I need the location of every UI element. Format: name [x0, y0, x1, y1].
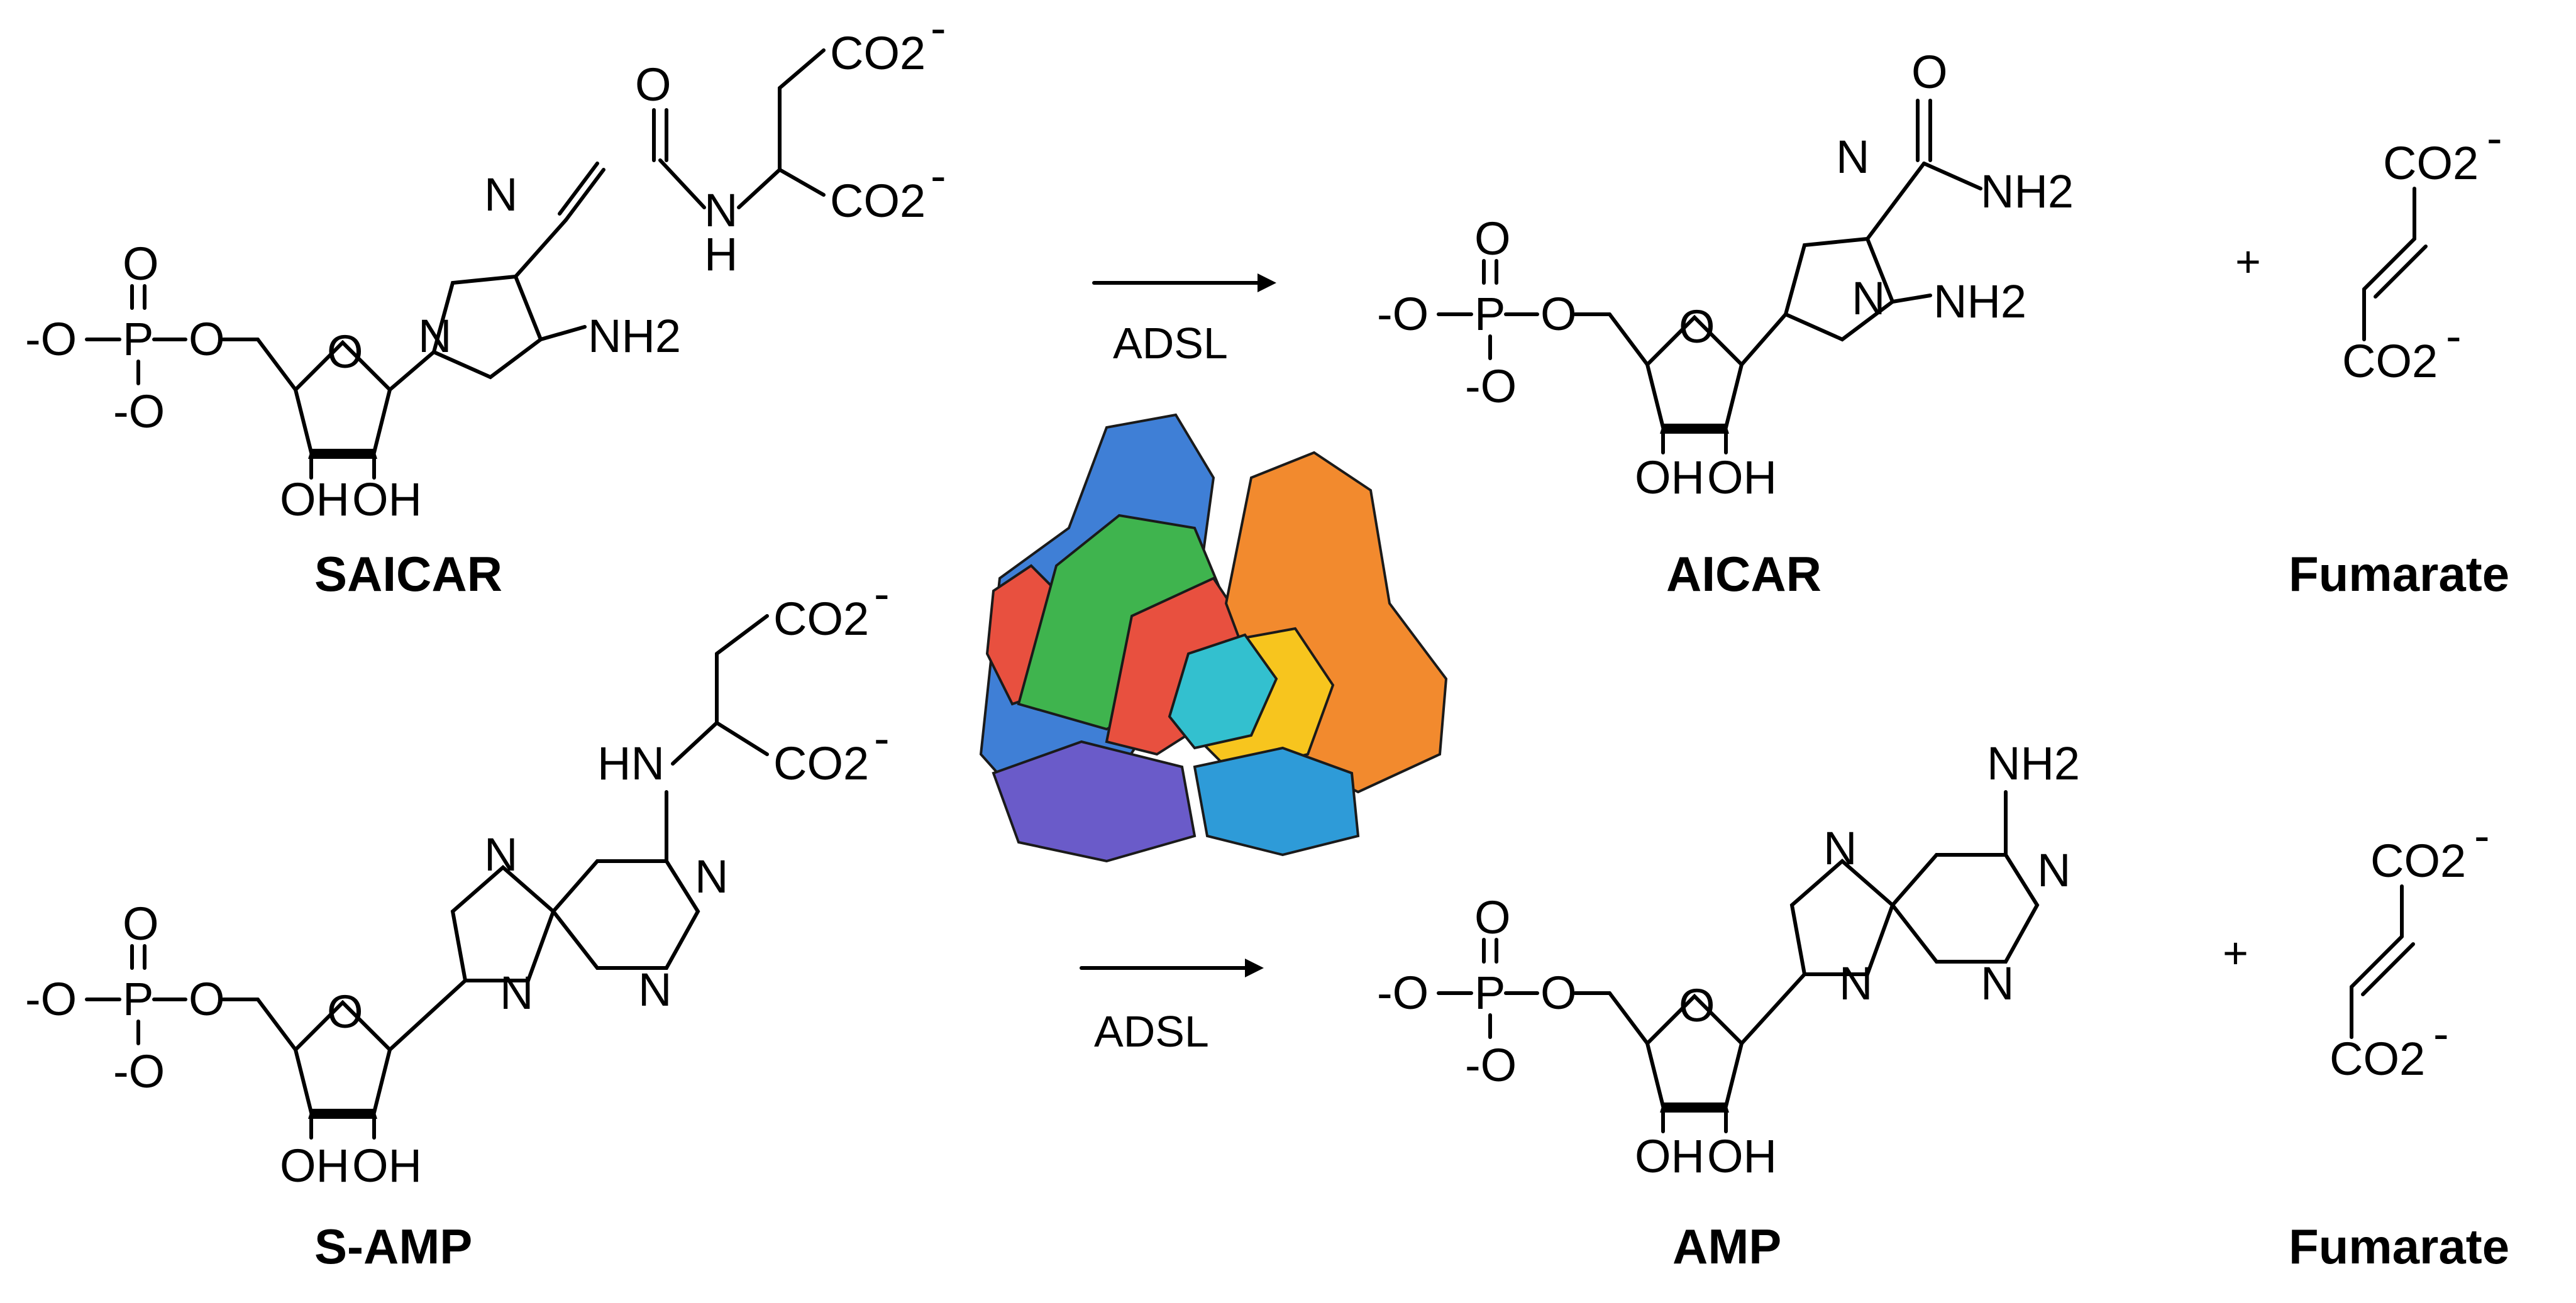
- fumarate2-co2-bottom-charge: -: [2433, 1008, 2449, 1060]
- saicar-oh-left: OH: [280, 473, 350, 525]
- samp-purine-n7: N: [484, 828, 517, 881]
- reaction-arrow-1: ADSL: [1092, 273, 1276, 368]
- fumarate2-co2-top-charge: -: [2474, 810, 2490, 862]
- amp-purine-n3: N: [1981, 957, 2014, 1009]
- saicar-phosphate-o-minus: -O: [25, 313, 77, 365]
- saicar-phosphate-o-top: O: [123, 238, 159, 290]
- amp-ring-o: O: [1679, 979, 1715, 1031]
- substrate-name-2: S-AMP: [314, 1219, 472, 1274]
- samp-ester-o: O: [189, 973, 225, 1025]
- saicar-imidazole-n1: N: [418, 310, 451, 362]
- protein-region-cyan: [1168, 633, 1278, 750]
- samp-phosphate-p: P: [123, 973, 153, 1025]
- saicar-imidazole-n3: N: [484, 168, 517, 221]
- amp-purine-n1: N: [2037, 844, 2070, 896]
- fumarate1-co2-bottom: CO2: [2342, 335, 2438, 387]
- fumarate-structure-1: CO2 - CO2 - Fumarate: [2289, 112, 2509, 602]
- aicar-phosphate-o-minus: -O: [1377, 288, 1429, 340]
- saicar-amide-h: H: [704, 228, 738, 280]
- fumarate2-co2-bottom: CO2: [2330, 1033, 2425, 1085]
- aicar-imidazole-n3: N: [1836, 131, 1869, 183]
- plus-sign-1: +: [2235, 237, 2261, 286]
- saicar-oh-right: OH: [352, 473, 422, 525]
- coproduct-name-2: Fumarate: [2289, 1219, 2509, 1274]
- saicar-co2-bottom-charge: -: [931, 150, 946, 202]
- amp-phosphate-o-top: O: [1474, 891, 1511, 943]
- enzyme-label-2: ADSL: [1094, 1007, 1209, 1056]
- fumarate1-co2-top-charge: -: [2487, 112, 2502, 164]
- fumarate1-co2-top: CO2: [2383, 137, 2479, 189]
- s-amp-structure: -O P O -O O O OH OH N N N N HN CO2 - CO2: [25, 568, 890, 1274]
- samp-oh-right: OH: [352, 1140, 422, 1192]
- aicar-phosphate-p: P: [1474, 288, 1505, 340]
- amp-purine-n9: N: [1839, 957, 1872, 1009]
- product-name-1: AICAR: [1666, 546, 1821, 602]
- amp-oh-left: OH: [1635, 1130, 1705, 1182]
- samp-co2-bottom: CO2: [773, 737, 869, 789]
- plus-sign-2: +: [2223, 928, 2248, 977]
- fumarate-structure-2: CO2 - CO2 - Fumarate: [2289, 810, 2509, 1274]
- fumarate1-co2-bottom-charge: -: [2446, 310, 2462, 362]
- coproduct-name-1: Fumarate: [2289, 546, 2509, 602]
- samp-co2-top-charge: -: [874, 568, 890, 620]
- amp-oh-right: OH: [1707, 1130, 1777, 1182]
- samp-ring-o: O: [327, 986, 363, 1038]
- samp-co2-top: CO2: [773, 593, 869, 645]
- samp-phosphate-o-top: O: [123, 898, 159, 950]
- aicar-ester-o: O: [1540, 288, 1577, 340]
- protein-region-purple: [992, 740, 1197, 863]
- saicar-co2-top-charge: -: [931, 2, 946, 54]
- samp-oh-left: OH: [280, 1140, 350, 1192]
- samp-phosphate-o-minus: -O: [25, 973, 77, 1025]
- saicar-co2-top: CO2: [830, 27, 926, 79]
- saicar-amine: NH2: [588, 310, 681, 362]
- amp-ester-o: O: [1540, 967, 1577, 1019]
- aicar-ring-o: O: [1679, 300, 1715, 353]
- reaction-arrow-2: ADSL: [1080, 959, 1264, 1056]
- aicar-structure: -O P O -O O O OH OH N N NH2 NH2 O AICAR: [1377, 46, 2074, 602]
- amp-phosphate-o-bottom: -O: [1465, 1039, 1517, 1091]
- saicar-ester-o: O: [189, 313, 225, 365]
- aicar-amine: NH2: [1933, 275, 2026, 327]
- samp-purine-n9: N: [500, 967, 533, 1019]
- protein-region-lightblue: [1193, 746, 1360, 857]
- amp-phosphate-p: P: [1474, 967, 1505, 1019]
- aicar-phosphate-o-bottom: -O: [1465, 360, 1517, 412]
- samp-purine-n3: N: [638, 964, 672, 1016]
- saicar-amide-n: N: [704, 184, 738, 236]
- aicar-amide-nh2: NH2: [1981, 165, 2074, 217]
- saicar-co2-bottom: CO2: [830, 175, 926, 227]
- product-name-2: AMP: [1672, 1219, 1781, 1274]
- saicar-ring-o: O: [327, 326, 363, 378]
- fumarate2-co2-top: CO2: [2370, 835, 2466, 887]
- samp-phosphate-o-bottom: -O: [113, 1045, 165, 1097]
- amp-phosphate-o-minus: -O: [1377, 967, 1429, 1019]
- aicar-amide-o: O: [1911, 46, 1948, 98]
- saicar-structure: -O P O -O O O OH OH N N NH2 O N H: [25, 2, 946, 602]
- samp-co2-bottom-charge: -: [874, 712, 890, 764]
- aicar-phosphate-o-top: O: [1474, 212, 1511, 265]
- samp-hn: HN: [597, 737, 665, 789]
- saicar-amide-o: O: [635, 58, 672, 111]
- samp-purine-n1: N: [695, 850, 728, 903]
- adsl-protein-surface: [979, 413, 1448, 863]
- amp-purine-n7: N: [1823, 822, 1857, 874]
- saicar-phosphate-p: P: [123, 313, 153, 365]
- aicar-oh-right: OH: [1707, 451, 1777, 503]
- saicar-phosphate-o-bottom: -O: [113, 385, 165, 437]
- amp-structure: -O P O -O O O OH OH N N N N NH2 AMP: [1377, 737, 2080, 1274]
- enzyme-label-1: ADSL: [1113, 319, 1228, 368]
- amp-amine: NH2: [1987, 737, 2080, 789]
- substrate-name-1: SAICAR: [314, 546, 502, 602]
- aicar-oh-left: OH: [1635, 451, 1705, 503]
- aicar-imidazole-n1: N: [1852, 272, 1885, 324]
